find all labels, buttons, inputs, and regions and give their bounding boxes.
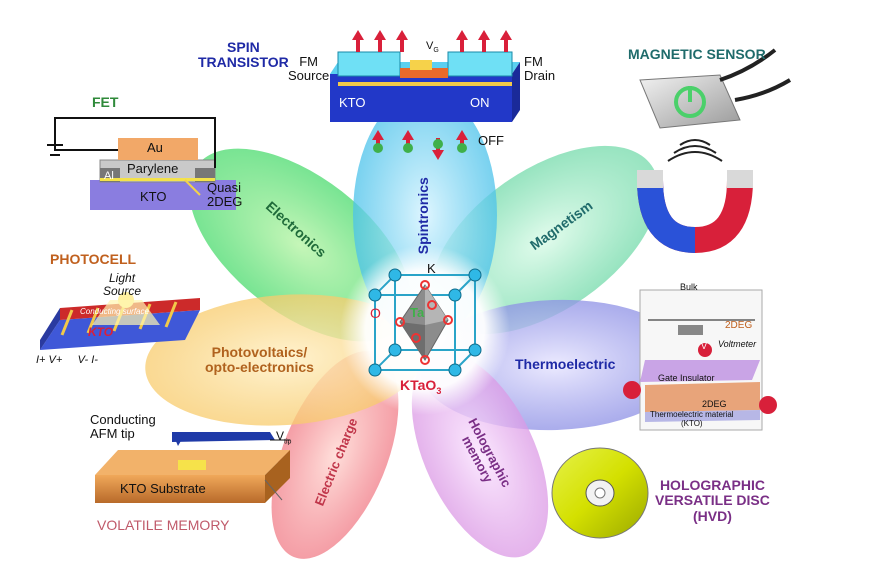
quasi-line-1: Quasi [207,180,241,195]
mem-conducting-2: AFM tip [90,426,135,442]
vtip-label: Vtip [276,429,292,446]
magnetic-sensor-title: MAGNETIC SENSOR [628,46,766,62]
thermo-material-2: (KTO) [680,418,703,428]
thermo-2deg-label: 2DEG [725,320,753,331]
thermo-gate-label: Gate Insulator [658,373,715,383]
memory-conducting-label: Conducting AFM tip [90,412,156,442]
thermo-v-label: V [701,341,708,351]
thermo-voltmeter-label: Voltmeter [718,339,757,349]
hvd-line-2: VERSATILE DISC [655,492,770,509]
quasi-line-2: 2DEG [207,194,243,210]
thermoelectric-device [623,289,777,431]
spin-off-label: OFF [478,133,504,148]
vg-sub: G [433,47,439,55]
fm-source-label: FM Source [288,54,330,84]
fm-source-2: Source [288,68,330,84]
magnetic-sensor-device [639,48,792,162]
hvd-disc [551,447,649,539]
hvd-line-1: HOLOGRAPHIC [659,477,765,493]
photocell-device [40,292,200,350]
petal-label-thermoelectric: Thermoelectric [515,356,616,372]
center-formula: KTaO3 [400,377,442,397]
hvd-title: HOLOGRAPHIC VERSATILE DISC (HVD) [655,477,770,524]
formula-sub: 3 [436,385,442,396]
petal-label-spintronics: Spintronics [414,177,431,255]
thermo-bulk-label: Bulk [680,282,698,292]
vg-main: V [426,40,434,52]
fet-kto-label: KTO [140,189,167,204]
fet-device [47,117,236,210]
pc-conducting-1: Conducting [80,307,121,316]
spin-arrows-bottom [372,130,468,160]
memory-title: VOLATILE MEMORY [97,517,230,533]
pv-line-2: opto-electronics [205,359,314,376]
light-line-1: Light [109,271,136,285]
memory-device [95,432,290,503]
photocell-conducting-label: Conducting surface [80,307,149,317]
thermo-material-1: Thermoelectric material [650,410,734,419]
center-ta-label: Ta [410,305,425,320]
fet-au-label: Au [147,140,163,155]
spin-title-1: SPIN [227,39,260,55]
fm-drain-1: FM [524,54,543,69]
horseshoe-magnet [637,170,753,254]
vtip-main: V [276,429,285,443]
photocell-kto-label: KTO [88,325,114,339]
fet-quasi-label: Quasi 2DEG [207,180,243,210]
fm-drain-label: FM Drain [524,54,556,84]
vg-label: VG [426,40,439,55]
memory-substrate-label: KTO Substrate [120,481,206,496]
fet-al-label: Al [104,170,114,182]
hvd-line-3: (HVD) [692,507,732,524]
light-source-label: Light Source [103,271,142,299]
atoms [368,268,482,377]
fm-drain-2: Drain [524,68,556,84]
center-k-label: K [427,261,436,276]
thermo-material-label: Thermoelectric material (KTO) [650,410,734,429]
spin-arrows-top [352,30,512,52]
photocell-bottom-label: I+ V+ V- I- [36,354,98,366]
spin-kto-label: KTO [339,95,366,110]
spin-title-2: TRANSISTOR [198,54,289,71]
light-line-2: Source [103,284,142,299]
center-o-label: O [370,305,381,321]
photocell-title: PHOTOCELL [50,251,137,267]
thermo-2deg2-label: 2DEG [702,399,727,409]
vtip-sub: tip [284,438,292,446]
formula-main: KTaO [400,377,437,393]
fet-parylene-label: Parylene [127,161,179,176]
fm-source-1: FM [299,54,318,69]
mem-conducting-1: Conducting [90,412,156,427]
spin-transistor-title: SPIN TRANSISTOR [198,39,289,71]
pc-conducting-2: surface [122,307,149,316]
fet-title: FET [92,94,119,110]
petal-label-photovoltaics: Photovoltaics/ opto-electronics [205,344,314,376]
spin-on-label: ON [470,95,490,110]
spin-transistor-device [330,51,520,122]
pv-line-1: Photovoltaics/ [211,344,308,360]
